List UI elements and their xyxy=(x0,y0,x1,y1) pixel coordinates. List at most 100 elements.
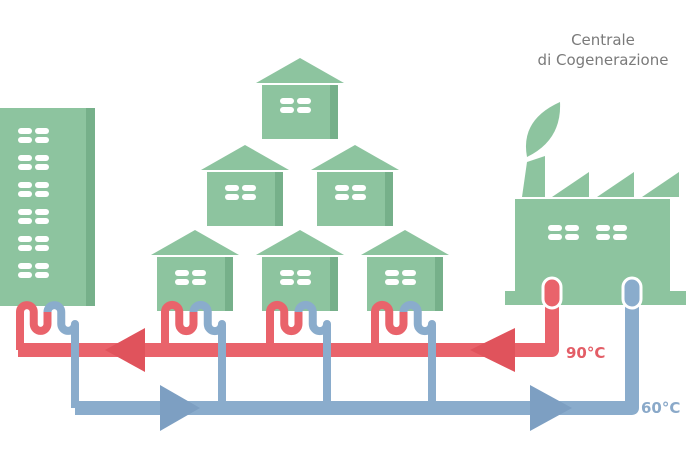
house-shade xyxy=(385,172,393,226)
radiator-coil-hot xyxy=(266,300,303,350)
window xyxy=(280,270,294,276)
window xyxy=(385,279,399,285)
window xyxy=(35,236,49,242)
window xyxy=(297,279,311,285)
house-icon xyxy=(256,230,344,311)
window xyxy=(280,107,294,113)
window xyxy=(548,234,562,240)
window xyxy=(18,155,32,161)
window xyxy=(35,218,49,224)
window xyxy=(225,194,239,200)
factory-base xyxy=(505,291,686,305)
window xyxy=(548,225,562,231)
window xyxy=(18,236,32,242)
window xyxy=(35,191,49,197)
window xyxy=(35,137,49,143)
window xyxy=(35,245,49,251)
window xyxy=(18,128,32,134)
flow-arrow-left-icon xyxy=(470,328,515,372)
house-shade xyxy=(330,257,338,311)
window xyxy=(596,234,610,240)
roof-tooth xyxy=(642,172,679,197)
window xyxy=(18,218,32,224)
window xyxy=(242,194,256,200)
supply-temperature-label: 90°C xyxy=(566,344,606,362)
flow-arrow-left-icon xyxy=(105,328,145,372)
building-shade xyxy=(86,108,95,306)
window xyxy=(225,185,239,191)
window xyxy=(18,245,32,251)
radiator-coil-cold xyxy=(294,300,331,408)
cold-return-pipe xyxy=(75,285,639,415)
return-temperature-label: 60°C xyxy=(641,399,681,417)
window xyxy=(192,270,206,276)
cold-pipe-outlet xyxy=(621,276,643,310)
flow-arrow-right-icon xyxy=(530,385,572,431)
cogeneration-plant-icon xyxy=(505,102,686,305)
window xyxy=(297,270,311,276)
window xyxy=(352,194,366,200)
window xyxy=(18,182,32,188)
house-roof xyxy=(256,230,344,255)
chimney xyxy=(522,156,545,197)
house-icon xyxy=(311,145,399,226)
roof-tooth xyxy=(597,172,634,197)
window xyxy=(18,137,32,143)
window xyxy=(402,270,416,276)
window xyxy=(18,209,32,215)
radiator-coil-cold xyxy=(189,300,226,408)
house-roof xyxy=(151,230,239,255)
hot-pipe-outlet xyxy=(541,276,563,310)
house-roof xyxy=(311,145,399,170)
window xyxy=(192,279,206,285)
window xyxy=(297,98,311,104)
window xyxy=(35,263,49,269)
window xyxy=(35,272,49,278)
window xyxy=(335,194,349,200)
window xyxy=(242,185,256,191)
radiator-coil-hot xyxy=(16,301,52,350)
window xyxy=(35,128,49,134)
house-icon xyxy=(256,58,344,139)
window xyxy=(18,263,32,269)
smoke-leaf xyxy=(525,102,561,157)
window xyxy=(35,155,49,161)
house-icon xyxy=(201,145,289,226)
window xyxy=(335,185,349,191)
roof-tooth xyxy=(552,172,589,197)
house-icon xyxy=(361,230,449,311)
flow-arrow-right-icon xyxy=(160,385,200,431)
window xyxy=(175,270,189,276)
house-shade xyxy=(330,85,338,139)
window xyxy=(35,182,49,188)
plant-title-line2: di Cogenerazione xyxy=(537,51,669,69)
window xyxy=(18,272,32,278)
radiator-coil-hot xyxy=(161,300,198,350)
factory-body xyxy=(515,199,670,291)
window xyxy=(565,225,579,231)
house-icon xyxy=(151,230,239,311)
window xyxy=(385,270,399,276)
radiator-coil-cold xyxy=(399,300,436,408)
house-roof xyxy=(201,145,289,170)
window xyxy=(175,279,189,285)
window xyxy=(402,279,416,285)
window xyxy=(297,107,311,113)
house-shade xyxy=(225,257,233,311)
plant-title: Centrale di Cogenerazione xyxy=(510,30,696,70)
house-roof xyxy=(256,58,344,83)
window xyxy=(596,225,610,231)
window xyxy=(35,209,49,215)
window xyxy=(35,164,49,170)
window xyxy=(565,234,579,240)
house-shade xyxy=(435,257,443,311)
window xyxy=(613,225,627,231)
window xyxy=(18,191,32,197)
plant-title-line1: Centrale xyxy=(571,31,635,49)
house-shade xyxy=(275,172,283,226)
radiator-coil-hot xyxy=(371,300,408,350)
apartment-building-icon xyxy=(0,108,95,306)
window xyxy=(613,234,627,240)
